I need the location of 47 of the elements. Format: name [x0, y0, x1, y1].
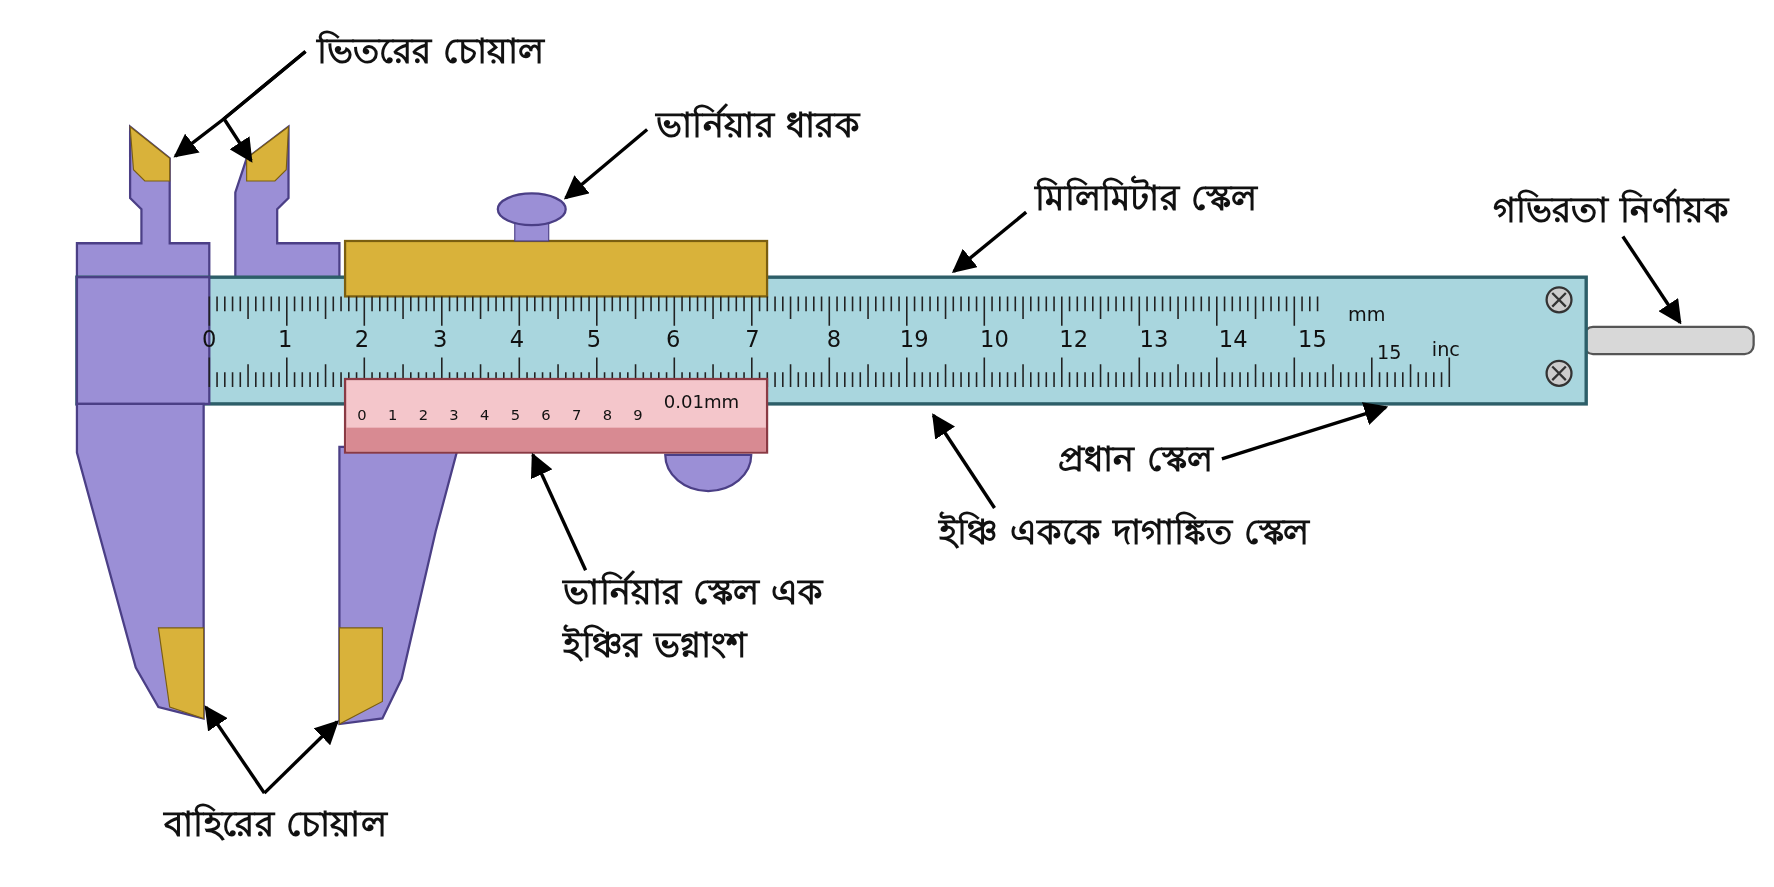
- scale-number: 1: [277, 326, 293, 353]
- scale-number: 6: [666, 326, 681, 353]
- vernier-number: 6: [541, 405, 551, 423]
- vernier-number: 0: [357, 405, 367, 423]
- leader-line: [931, 413, 996, 509]
- vernier-number: 8: [602, 405, 612, 423]
- leader-line: [221, 50, 307, 163]
- vernier-number: 3: [449, 405, 459, 423]
- scale-number: 12: [1059, 326, 1089, 353]
- scale-number: 13: [1139, 326, 1169, 353]
- unit-label: 0.01mm: [663, 391, 740, 413]
- scale-number: 14: [1218, 326, 1248, 353]
- unit-label: inc: [1431, 338, 1460, 362]
- leader-line: [204, 705, 266, 795]
- part-label: গভিরতা নির্ণায়ক: [1493, 183, 1729, 236]
- leader-line: [563, 128, 649, 200]
- scale-number: 4: [509, 326, 525, 353]
- scale-number: 10: [980, 326, 1009, 353]
- vernier-number: 7: [572, 405, 582, 423]
- unit-label: mm: [1348, 303, 1386, 327]
- leader-line: [1221, 402, 1389, 461]
- vernier-number: 9: [633, 405, 643, 423]
- scale-number: 19: [899, 326, 929, 353]
- part-label: ইঞ্চি এককে দাগাঙ্কিত স্কেল: [939, 505, 1310, 559]
- vernier-number: 2: [418, 405, 429, 423]
- part-label: মিলিমিটার স্কেল: [1035, 171, 1257, 225]
- leader-line: [530, 452, 588, 571]
- part-label: ভার্নিয়ার ধারক: [656, 98, 860, 152]
- scale-number: 15: [1298, 326, 1327, 353]
- vernier-number: 5: [510, 405, 520, 423]
- leader-line: [263, 720, 339, 795]
- scale-number: 3: [432, 326, 448, 353]
- leader-line: [1621, 235, 1682, 325]
- vernier-number: 1: [388, 405, 398, 423]
- part-label: প্রধান স্কেল: [1057, 432, 1213, 485]
- part-label: বাহিরের চোয়াল: [164, 797, 387, 851]
- part-label: ভার্নিয়ার স্কেল এক ইঞ্চির ভগ্নাংশ: [563, 565, 841, 671]
- scale-number: 0: [202, 326, 217, 353]
- vernier-scale-plate: [343, 377, 769, 454]
- vernier-number: 4: [480, 405, 490, 423]
- scale-number: 7: [745, 326, 760, 353]
- part-label: ভিতরের চোয়াল: [316, 24, 544, 78]
- scale-number: 8: [826, 326, 841, 353]
- scale-number: 5: [586, 326, 602, 353]
- unit-label: 15: [1377, 340, 1402, 364]
- scale-number: 2: [354, 326, 370, 353]
- leader-line: [951, 210, 1028, 274]
